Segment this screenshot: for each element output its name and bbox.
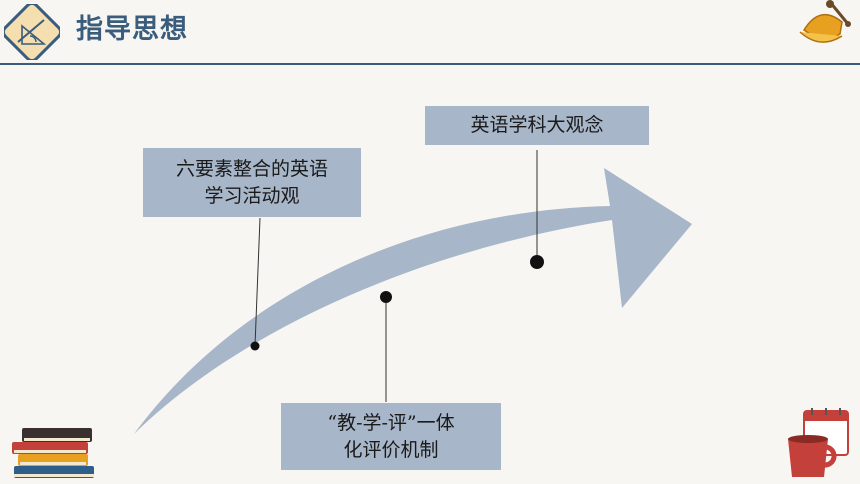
activity-label-line2: 学习活动观 xyxy=(204,184,300,207)
connector-activity xyxy=(254,217,261,347)
concept-label: 英语学科大观念 xyxy=(470,114,604,136)
node-activity xyxy=(250,341,260,351)
assessment-label-line2: 化评价机制 xyxy=(343,438,439,461)
node-concept xyxy=(530,255,544,269)
book-stack-icon xyxy=(12,428,94,478)
concept-label-box: 英语学科大观念 xyxy=(425,106,649,145)
node-assessment xyxy=(380,291,392,303)
header-divider xyxy=(0,63,860,65)
coffee-cup-icon xyxy=(788,408,849,477)
activity-label-line1: 六要素整合的英语 xyxy=(175,157,328,180)
geometry-tools-icon xyxy=(4,4,60,60)
activity-label-box: 六要素整合的英语 学习活动观 xyxy=(143,148,361,217)
curved-arrow-icon xyxy=(134,168,692,434)
page-title: 指导思想 xyxy=(76,14,188,45)
assessment-label-box: “教-学-评”一体 化评价机制 xyxy=(281,403,501,470)
desk-lamp-icon xyxy=(799,0,851,43)
assessment-label-line1: “教-学-评”一体 xyxy=(327,411,455,434)
